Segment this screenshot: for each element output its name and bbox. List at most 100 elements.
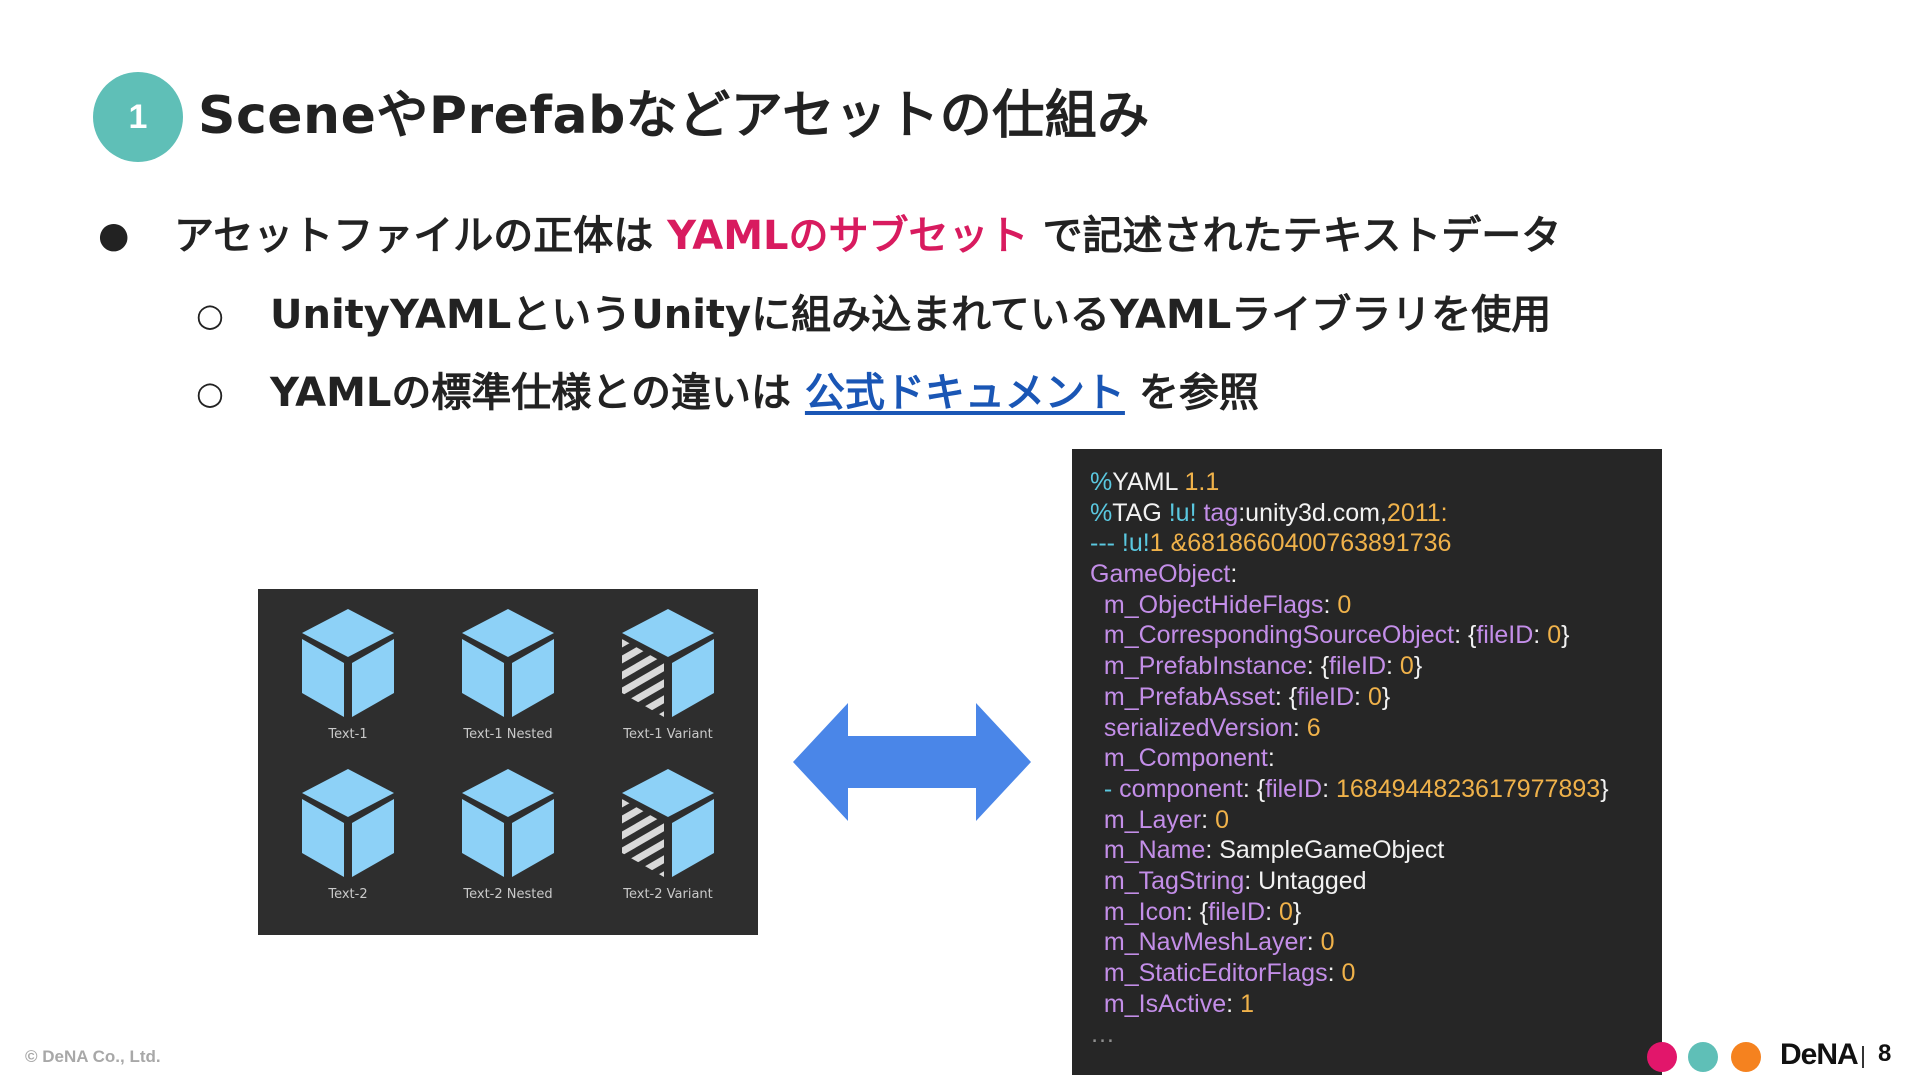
code-token: component <box>1119 774 1243 803</box>
code-token: : <box>1265 897 1279 926</box>
highlight-yaml-subset: YAMLのサブセット <box>667 213 1029 259</box>
asset-label: Text-1 Nested <box>463 727 553 742</box>
code-token: fileID <box>1265 774 1323 803</box>
bullet-sub-spec-text-before: YAMLの標準仕様との違いは <box>270 370 805 416</box>
official-docs-link[interactable]: 公式ドキュメント <box>804 370 1125 416</box>
code-line: m_IsActive: 1 <box>1090 989 1644 1020</box>
asset-tile[interactable]: Text-2 <box>268 765 428 925</box>
bullet-main-text-before: アセットファイルの正体は <box>174 213 668 259</box>
code-token: … <box>1090 1020 1115 1049</box>
code-token: } <box>1292 897 1302 926</box>
asset-tile[interactable]: Text-2 Variant <box>588 765 748 925</box>
code-token: } <box>1561 621 1570 650</box>
code-token: 1.1 <box>1184 468 1220 496</box>
code-token: : <box>1386 652 1400 681</box>
asset-tile[interactable]: Text-1 Variant <box>588 605 748 765</box>
code-token: : <box>1201 805 1216 834</box>
code-token: : <box>1230 560 1238 589</box>
code-line: m_Component: <box>1090 743 1644 774</box>
code-token: } <box>1413 652 1423 681</box>
code-token: 0 <box>1215 805 1229 834</box>
code-token: m_Layer <box>1090 805 1202 834</box>
code-token: : <box>1354 682 1368 711</box>
code-line: m_CorrespondingSourceObject: {fileID: 0} <box>1090 620 1644 651</box>
code-token: 6 <box>1306 713 1321 742</box>
code-token: fileID <box>1476 621 1534 650</box>
code-line: serializedVersion: 6 <box>1090 713 1644 744</box>
code-token: 0 <box>1320 928 1335 957</box>
bullet-sub-unityyaml-text: UnityYAMLというUnityに組み込まれているYAMLライブラリを使用 <box>270 292 1552 338</box>
bullet-main-text-after: で記述されたテキストデータ <box>1028 213 1562 259</box>
code-token: m_Component <box>1090 744 1268 773</box>
prefab-cube-icon <box>302 609 394 717</box>
code-token: 0 <box>1341 959 1356 987</box>
code-token: tag <box>1203 498 1239 527</box>
code-token: 0 <box>1367 682 1382 711</box>
yaml-code-block: %YAML 1.1%TAG !u! tag:unity3d.com,2011:-… <box>1072 449 1662 1075</box>
code-token: 1 <box>1149 529 1171 558</box>
prefab-cube-icon <box>462 609 554 717</box>
code-token: TAG <box>1112 498 1169 527</box>
code-token: m_PrefabInstance <box>1090 652 1307 681</box>
bullet-main-text: アセットファイルの正体は YAMLのサブセット で記述されたテキストデータ <box>174 208 1561 264</box>
bullet-sub-spec-diff-text: YAMLの標準仕様との違いは 公式ドキュメント を参照 <box>270 365 1259 421</box>
code-token: : <box>1306 928 1321 957</box>
prefab-cube-icon <box>302 769 394 877</box>
code-token: m_PrefabAsset <box>1090 682 1275 711</box>
code-token: m_Name <box>1090 836 1206 865</box>
code-token: m_TagString <box>1090 866 1245 895</box>
asset-tile[interactable]: Text-1 <box>268 605 428 765</box>
brand-dot-teal <box>1688 1042 1718 1072</box>
code-token: !u! <box>1168 498 1204 527</box>
section-number-badge: 1 <box>93 72 183 162</box>
code-token: m_ObjectHideFlags <box>1090 590 1324 619</box>
code-token: : <box>1322 774 1336 803</box>
code-token: : <box>1244 866 1259 895</box>
code-token: % <box>1090 498 1113 527</box>
code-token: Untagged <box>1258 866 1367 895</box>
asset-tile[interactable]: Text-2 Nested <box>428 765 588 925</box>
code-line: - component: {fileID: 168494482361797789… <box>1090 774 1644 805</box>
dena-logo: DeNA <box>1780 1038 1859 1071</box>
code-token: } <box>1600 774 1609 803</box>
page-number: 8 <box>1878 1040 1892 1067</box>
code-line: m_TagString: Untagged <box>1090 866 1644 897</box>
code-line: m_NavMeshLayer: 0 <box>1090 927 1644 958</box>
code-token: : { <box>1306 652 1330 681</box>
code-token: } <box>1381 682 1391 711</box>
code-token: : { <box>1185 897 1209 926</box>
slide-title: SceneやPrefabなどアセットの仕組み <box>198 86 1150 146</box>
code-token: - <box>1090 774 1120 803</box>
asset-label: Text-1 Variant <box>623 727 713 742</box>
code-token: 1 <box>1240 989 1254 1018</box>
code-token: 0 <box>1399 652 1414 681</box>
code-line: --- !u!1 &6818660400763891736 <box>1090 528 1644 559</box>
code-token: % <box>1090 468 1113 496</box>
code-token: : { <box>1274 682 1298 711</box>
copyright-text: © DeNA Co., Ltd. <box>25 1047 161 1066</box>
code-line: m_ObjectHideFlags: 0 <box>1090 590 1644 621</box>
asset-label: Text-2 <box>328 887 368 902</box>
asset-tile[interactable]: Text-1 Nested <box>428 605 588 765</box>
double-arrow-icon <box>793 703 1031 821</box>
asset-label: Text-1 <box>328 727 368 742</box>
code-token: : { <box>1242 774 1266 803</box>
code-token: GameObject <box>1090 560 1231 589</box>
code-token: m_IsActive <box>1090 989 1227 1018</box>
code-line: m_Layer: 0 <box>1090 805 1644 836</box>
prefab-cube-icon <box>462 769 554 877</box>
code-token: : <box>1323 590 1338 619</box>
code-token: 0 <box>1279 897 1293 926</box>
bullet-dot-icon: ● <box>98 215 130 256</box>
code-token: fileID <box>1208 897 1266 926</box>
prefab-variant-cube-icon <box>622 769 714 877</box>
page-number-divider <box>1862 1046 1864 1068</box>
code-token: 0 <box>1337 590 1352 619</box>
code-token: 2011: <box>1386 498 1448 527</box>
code-line: m_Name: SampleGameObject <box>1090 835 1644 866</box>
code-line: … <box>1090 1019 1644 1050</box>
code-token: !u! <box>1121 529 1150 558</box>
code-line: m_StaticEditorFlags: 0 <box>1090 958 1644 989</box>
code-token: : <box>1267 744 1275 773</box>
brand-dot-orange <box>1731 1042 1761 1072</box>
